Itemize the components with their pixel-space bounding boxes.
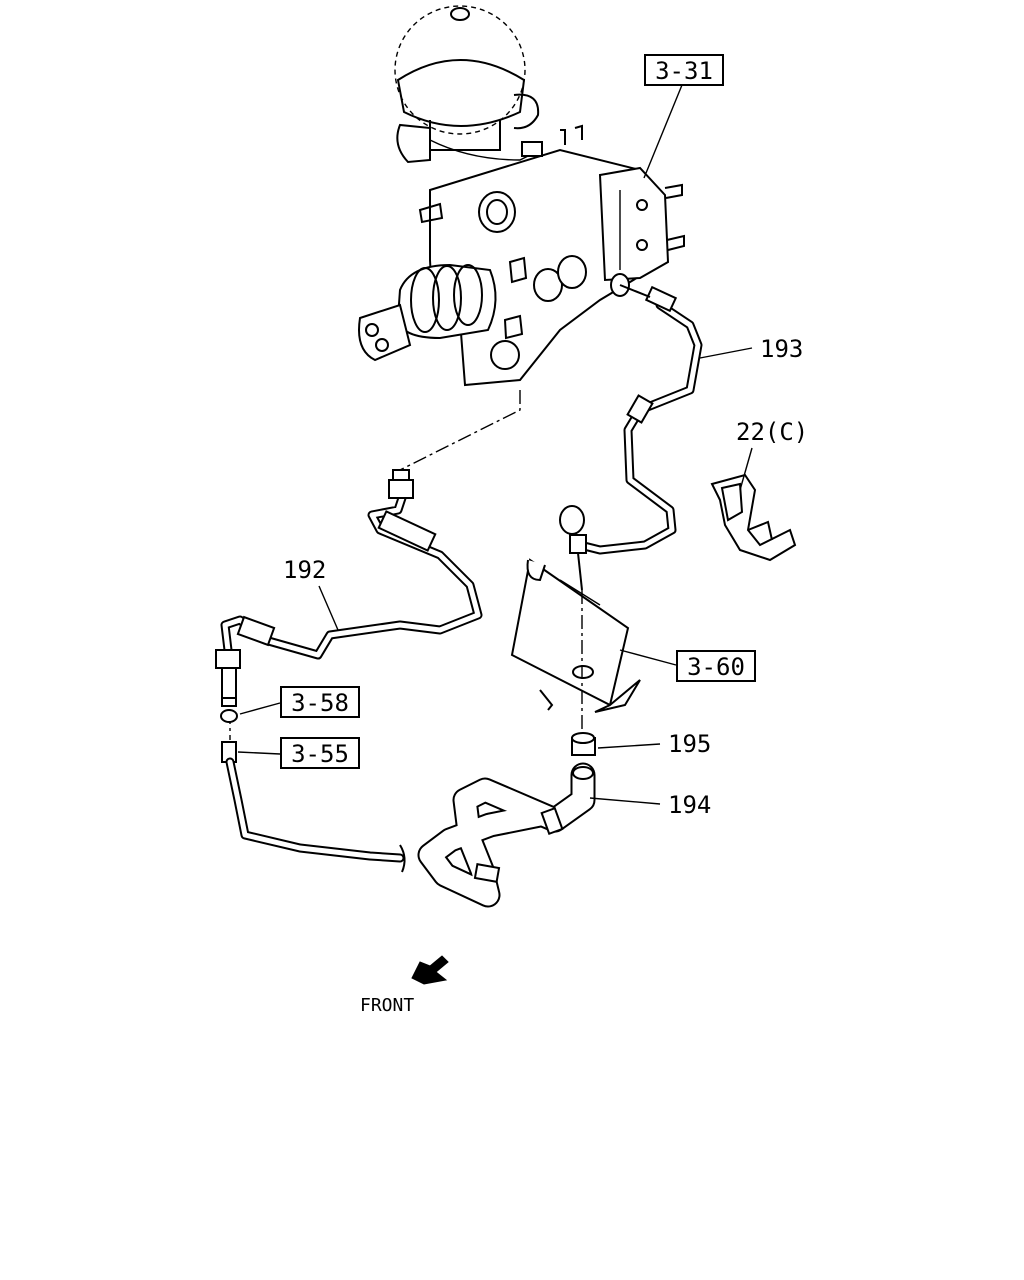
accumulator-cap bbox=[450, 7, 470, 21]
clamp-195 bbox=[571, 732, 596, 756]
callout-192-label: 192 bbox=[283, 556, 326, 584]
pushrod-clevis bbox=[358, 303, 412, 362]
leader-3-31 bbox=[643, 84, 683, 179]
leader-3-60 bbox=[619, 649, 677, 666]
callout-194-label: 194 bbox=[668, 791, 711, 819]
callout-3-60: 3-60 bbox=[676, 650, 756, 682]
hose-3-55 bbox=[221, 741, 406, 873]
callout-3-58-label: 3-58 bbox=[291, 689, 349, 717]
hose-194 bbox=[417, 762, 596, 908]
callout-195-label: 195 bbox=[668, 730, 711, 758]
leader-22c bbox=[739, 447, 753, 491]
accumulator-sphere bbox=[394, 5, 526, 135]
hydraulic-unit-assembly bbox=[358, 5, 685, 387]
nut-3-58 bbox=[220, 709, 238, 723]
callout-3-55: 3-55 bbox=[280, 737, 360, 769]
callout-3-58: 3-58 bbox=[280, 686, 360, 718]
callout-22c-label: 22(C) bbox=[736, 418, 808, 446]
callout-3-60-label: 3-60 bbox=[687, 653, 745, 681]
pipe-192 bbox=[215, 390, 521, 740]
leader-192 bbox=[318, 585, 339, 631]
leader-195 bbox=[597, 743, 661, 749]
pipe-193 bbox=[559, 284, 703, 591]
leader-193 bbox=[699, 347, 753, 359]
front-label: FRONT bbox=[360, 995, 414, 1016]
leader-194 bbox=[589, 797, 661, 805]
mounting-flange bbox=[598, 166, 670, 282]
leader-3-58 bbox=[239, 702, 281, 715]
callout-3-31-label: 3-31 bbox=[655, 57, 713, 85]
clip-22c bbox=[710, 473, 797, 562]
callout-3-55-label: 3-55 bbox=[291, 740, 349, 768]
leader-3-55 bbox=[237, 751, 281, 755]
leader-lines bbox=[237, 84, 753, 805]
front-arrow-icon bbox=[411, 955, 449, 985]
bracket-3-60 bbox=[510, 558, 641, 740]
accumulator-band bbox=[396, 59, 526, 127]
callout-193-label: 193 bbox=[760, 335, 803, 363]
callout-3-31: 3-31 bbox=[644, 54, 724, 86]
